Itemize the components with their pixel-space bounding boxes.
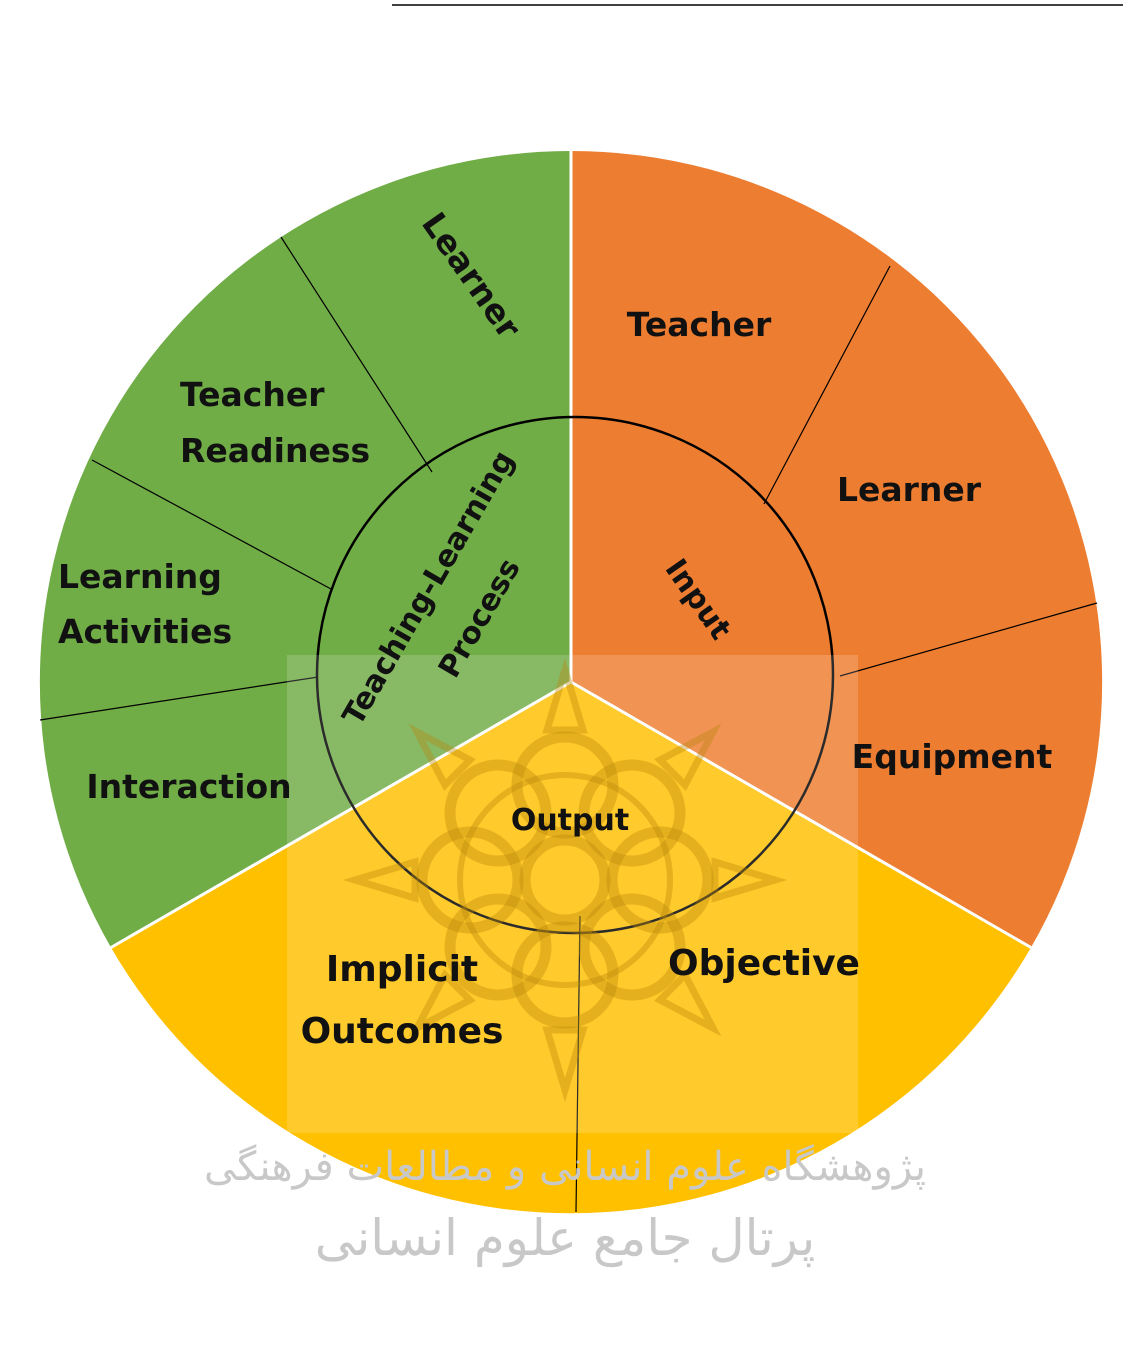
process-interaction-label: Interaction xyxy=(86,767,291,806)
core-output-label: Output xyxy=(511,803,629,838)
input-learner-label: Learner xyxy=(837,470,982,509)
watermark-panel xyxy=(287,655,858,1133)
watermark-line-1: پژوهشگاه علوم انسانی و مطالعات فرهنگی xyxy=(204,1144,926,1190)
inner-circle xyxy=(315,415,835,935)
learning-activities-line-2: Activities xyxy=(58,612,232,651)
sector-input xyxy=(571,150,1103,948)
implicit-outcomes-line-1: Implicit xyxy=(326,949,478,990)
teacher-readiness-line-2: Readiness xyxy=(180,431,370,470)
input-teacher-label: Teacher xyxy=(627,305,772,344)
divider-left xyxy=(110,680,572,949)
sub-line-input-1 xyxy=(763,265,891,505)
watermark-line-2: پرتال جامع علوم انسانی xyxy=(315,1209,816,1268)
sub-line-process-1 xyxy=(280,236,433,473)
sub-line-process-2 xyxy=(91,459,332,590)
divider-right xyxy=(570,680,1032,949)
learning-activities-line-1: Learning xyxy=(58,557,222,596)
sub-line-output xyxy=(575,915,581,1213)
sector-process xyxy=(39,151,571,948)
watermark-emblem-icon xyxy=(342,657,788,1103)
watermark: پژوهشگاه علوم انسانی و مطالعات فرهنگی پر… xyxy=(204,655,926,1268)
teacher-readiness-line-1: Teacher xyxy=(180,375,325,414)
implicit-outcomes-line-2: Outcomes xyxy=(301,1011,504,1052)
output-objective-label: Objective xyxy=(668,943,860,984)
sub-line-process-3 xyxy=(39,676,319,721)
input-equipment-label: Equipment xyxy=(852,737,1053,776)
sub-line-input-2 xyxy=(839,602,1098,677)
